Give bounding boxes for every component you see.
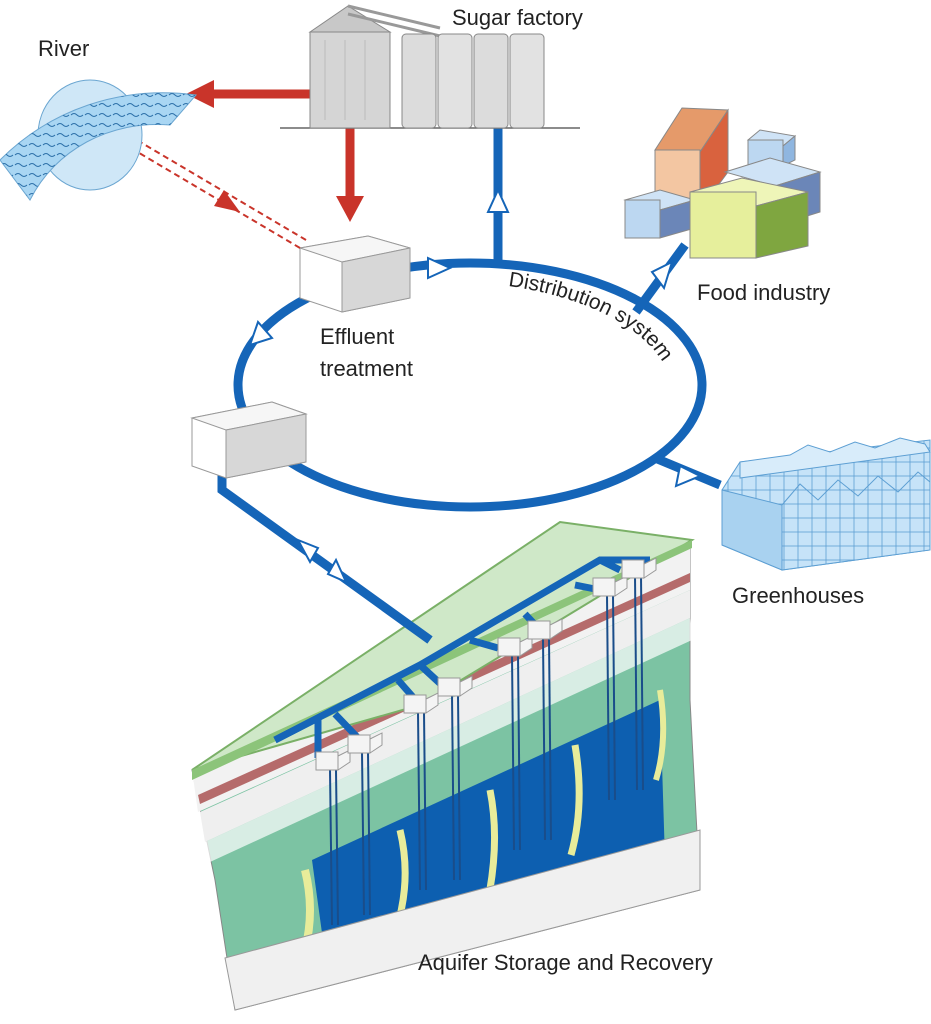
aquifer-block xyxy=(191,520,701,1011)
greenhouse-icon xyxy=(721,437,931,571)
river-icon xyxy=(0,79,197,201)
silo-factory-icon xyxy=(280,4,580,129)
buildings-icon xyxy=(623,107,822,259)
storage-box xyxy=(190,401,308,479)
effluent-treatment-label-line1: Effluent xyxy=(320,324,394,349)
sugar-factory-label: Sugar factory xyxy=(452,5,583,30)
greenhouses-label: Greenhouses xyxy=(732,583,864,608)
dashed-arrow-icon xyxy=(214,190,240,212)
left-arrow-icon xyxy=(186,80,214,108)
effluent-treatment-box xyxy=(299,235,411,313)
wellheads xyxy=(315,557,657,771)
food-industry-label: Food industry xyxy=(697,280,830,305)
distribution-ring xyxy=(233,258,707,512)
down-arrow-icon xyxy=(336,196,364,222)
aquifer-label: Aquifer Storage and Recovery xyxy=(418,950,713,975)
river-label: River xyxy=(38,36,89,61)
wells xyxy=(329,574,644,926)
effluent-treatment-label-line2: treatment xyxy=(320,356,413,381)
distribution-loop xyxy=(217,128,722,644)
